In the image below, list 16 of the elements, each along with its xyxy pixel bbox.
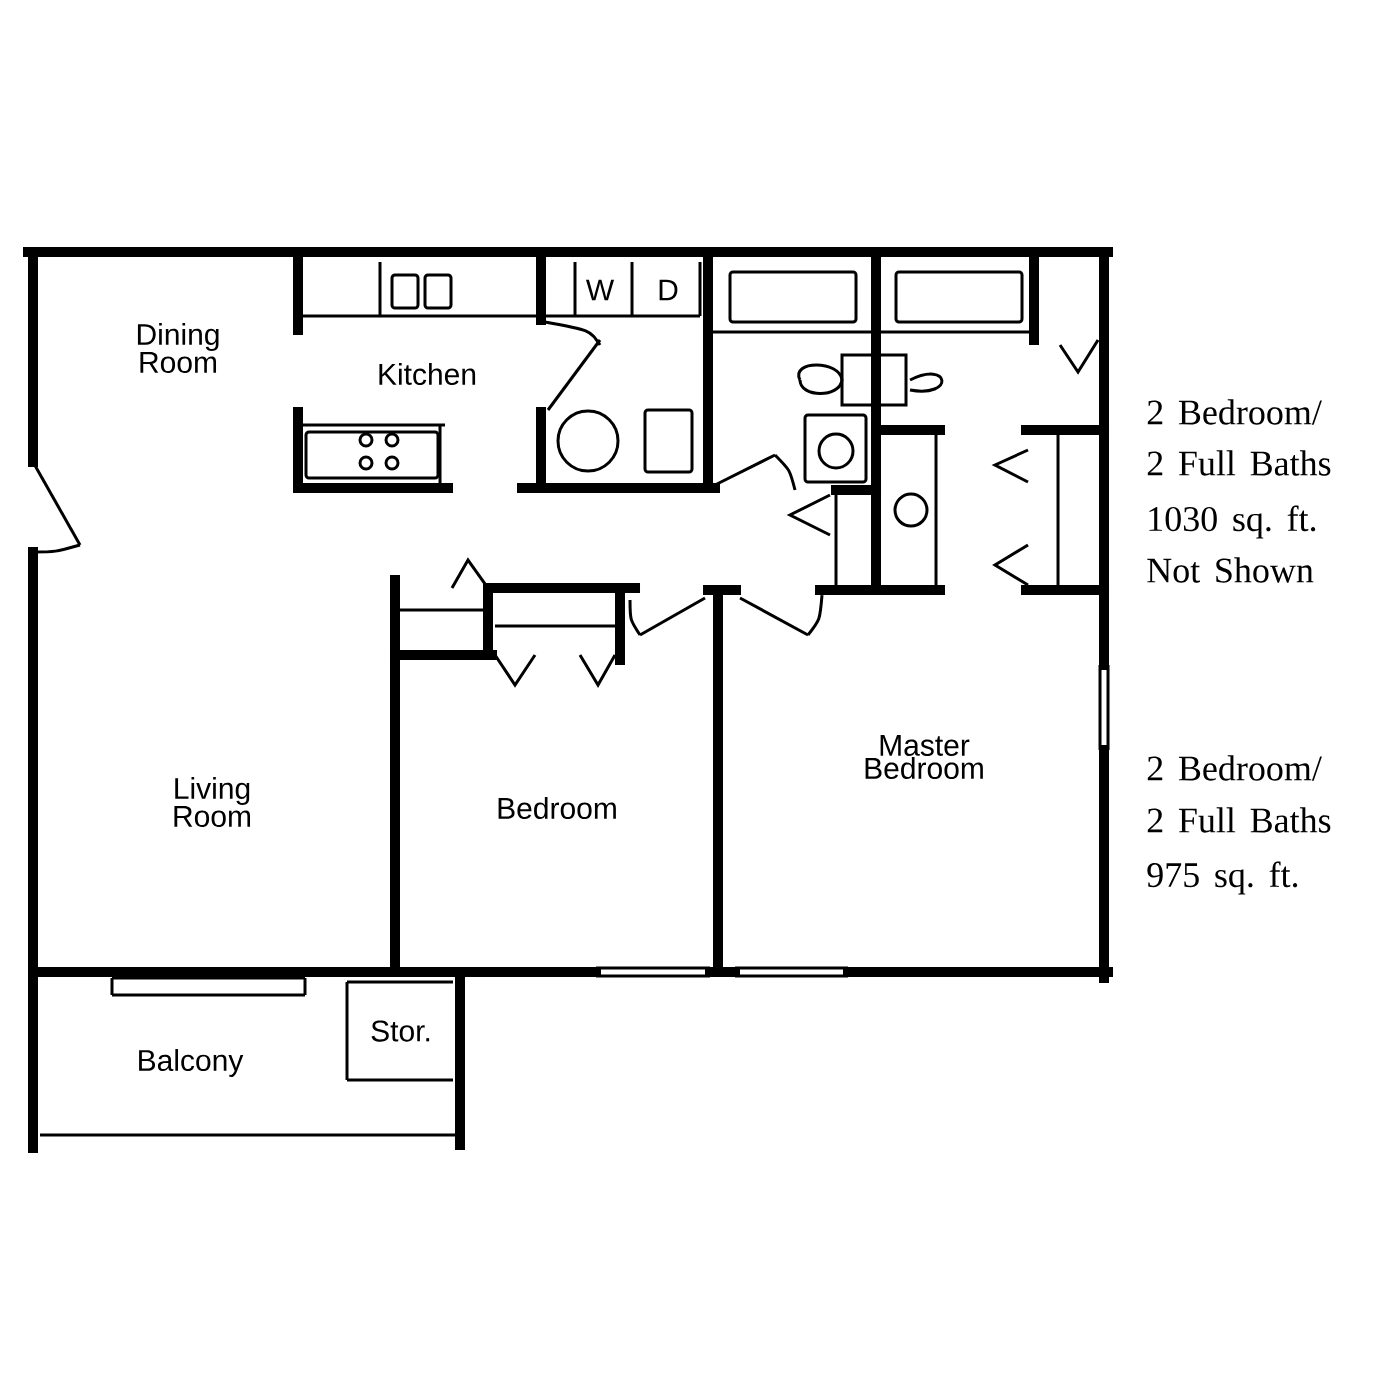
room-label: Kitchen — [379, 363, 476, 386]
room-label: Bedroom — [498, 797, 616, 820]
plan-info-text: 2 Bedroom/ — [1147, 755, 1322, 781]
room-label: Master Bedroom — [865, 735, 983, 779]
room-label: Dining Room — [137, 323, 219, 373]
plan-info-text: 2 Full Baths — [1147, 807, 1331, 833]
plan-info-text: Not Shown — [1147, 557, 1314, 583]
room-label: W — [585, 279, 615, 301]
plan-info-text: 1030 sq. ft. — [1149, 505, 1316, 539]
room-label: Balcony — [139, 1049, 244, 1077]
plan-info-text: 2 Bedroom/ — [1147, 399, 1322, 425]
plan-info-text: 2 Full Baths — [1147, 450, 1331, 476]
room-label: D — [659, 279, 678, 301]
room-label: Living Room — [174, 777, 250, 827]
room-label: Stor. — [371, 1020, 430, 1042]
plan-info-text: 975 sq. ft. — [1147, 861, 1298, 895]
